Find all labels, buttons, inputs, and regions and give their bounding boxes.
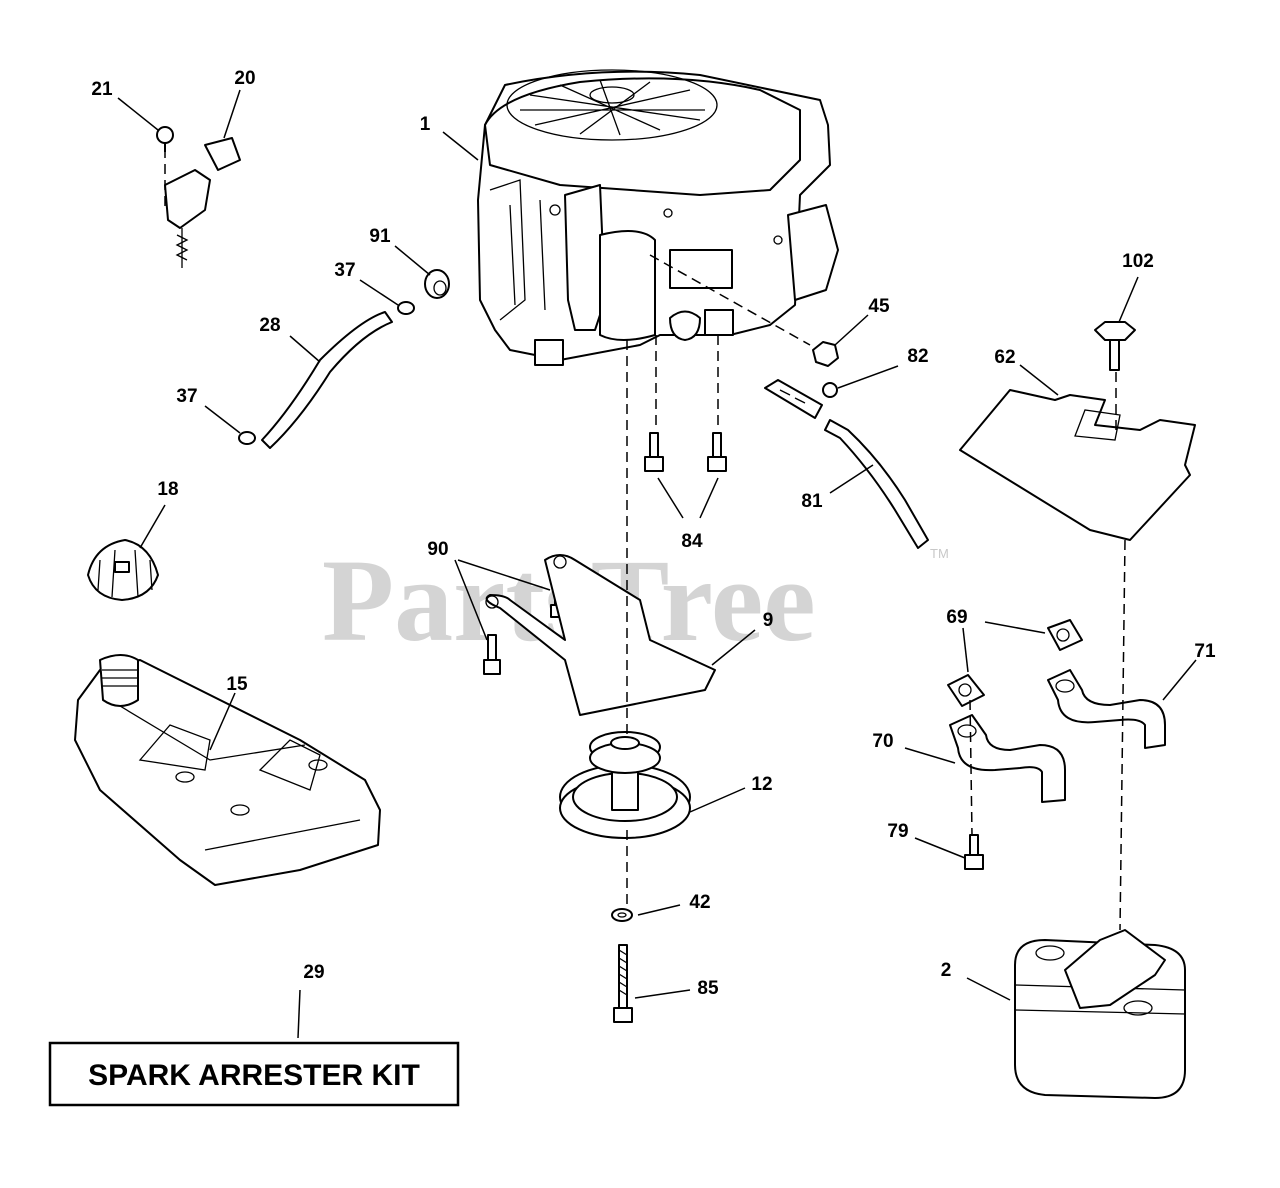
valve-part-82[interactable] [764, 379, 838, 419]
callout-2: 2 [941, 960, 952, 981]
callout-85: 85 [697, 978, 719, 999]
callout-15: 15 [226, 674, 248, 695]
callout-79: 79 [887, 821, 908, 842]
callout-20: 20 [234, 68, 255, 89]
spark-arrester-kit-label: SPARK ARRESTER KIT [88, 1059, 420, 1092]
callout-90: 90 [427, 539, 448, 560]
leader-lines [117, 89, 1197, 1039]
fuel-cap-part-18[interactable] [87, 539, 159, 601]
callout-71: 71 [1194, 641, 1216, 662]
exhaust-pipe-part-70[interactable] [949, 714, 1066, 803]
callout-37-top: 37 [334, 260, 355, 281]
bolts-part-84[interactable] [644, 432, 727, 472]
muffler-part-2[interactable] [1014, 929, 1186, 1099]
bolt-part-21[interactable] [156, 126, 174, 152]
pulley-part-12[interactable] [559, 731, 691, 839]
callout-29: 29 [303, 962, 324, 983]
callout-12: 12 [751, 774, 772, 795]
bracket-part-9[interactable] [485, 554, 716, 716]
alignment-lines [626, 254, 1126, 931]
fuel-hose-part-28[interactable] [261, 311, 393, 449]
fuel-hose-part-81[interactable] [824, 419, 929, 549]
callout-84: 84 [681, 531, 703, 552]
watermark-trademark: TM [930, 546, 949, 561]
callout-9: 9 [763, 610, 774, 631]
cap-part-91[interactable] [424, 269, 450, 299]
callout-1: 1 [420, 114, 431, 135]
callout-69: 69 [946, 607, 967, 628]
bolt-part-102[interactable] [1094, 321, 1136, 371]
bolt-part-85[interactable] [613, 944, 633, 1023]
callout-91: 91 [369, 226, 391, 247]
heat-shield-part-62[interactable] [959, 389, 1196, 541]
callout-42: 42 [689, 892, 710, 913]
callout-70: 70 [872, 731, 893, 752]
callout-102: 102 [1122, 251, 1154, 272]
gasket-part-69[interactable] [947, 619, 1083, 707]
callout-37-bottom: 37 [176, 386, 197, 407]
throttle-control-part[interactable] [164, 137, 241, 268]
callout-62: 62 [994, 347, 1015, 368]
washer-part-42[interactable] [611, 908, 633, 922]
fuel-tank-part-15[interactable] [74, 654, 381, 886]
engine-part[interactable] [477, 69, 839, 366]
callout-81: 81 [801, 491, 823, 512]
callout-21: 21 [91, 79, 113, 100]
clamp-part-37-top[interactable] [397, 301, 415, 315]
callout-28: 28 [259, 315, 280, 336]
spark-arrester-kit-box[interactable]: SPARK ARRESTER KIT [48, 1041, 460, 1107]
callout-labels: 1 20 21 91 37 28 37 18 15 84 90 9 12 42 … [91, 68, 1216, 999]
nut-part-45[interactable] [812, 341, 839, 367]
callout-18: 18 [157, 479, 178, 500]
callout-82: 82 [907, 346, 928, 367]
exhaust-pipe-part-71[interactable] [1047, 669, 1166, 749]
bolt-part-79[interactable] [964, 834, 984, 870]
callout-45: 45 [868, 296, 890, 317]
clamp-part-37-bottom[interactable] [238, 431, 256, 445]
